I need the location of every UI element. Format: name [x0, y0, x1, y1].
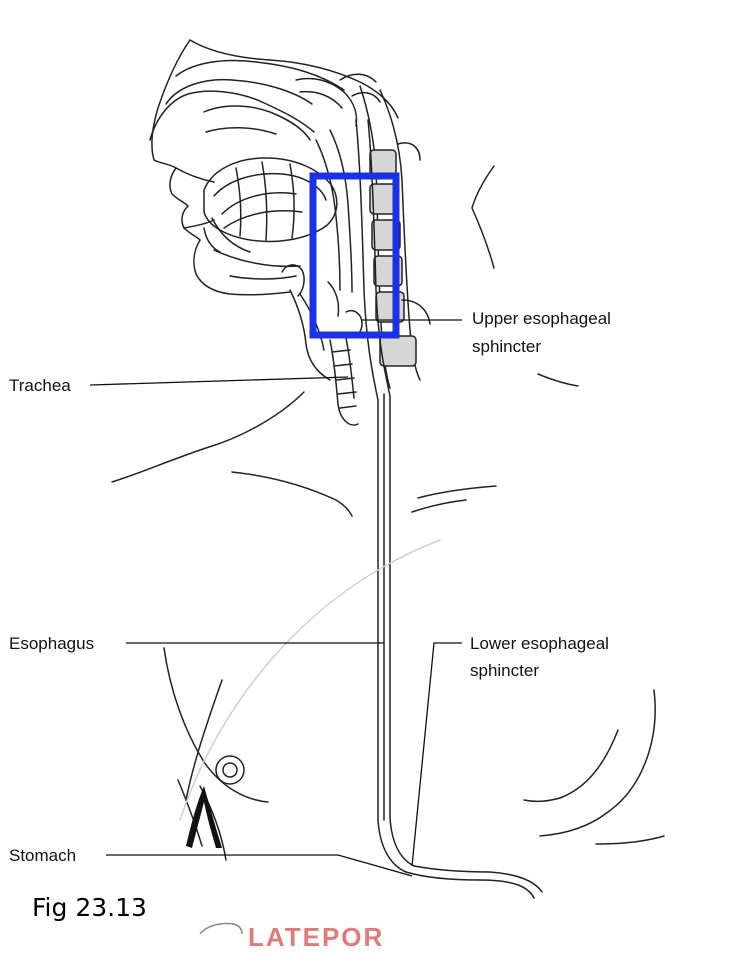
watermark-logo: [199, 922, 243, 934]
label-trachea: Trachea: [9, 376, 71, 395]
trachea-leader: [89, 376, 349, 386]
trachea: [329, 337, 359, 426]
label-upper-sphincter-line2: sphincter: [472, 337, 541, 356]
diaphragm-crus: [186, 786, 222, 848]
oral-cavity: [203, 157, 338, 280]
face-profile: [151, 39, 291, 296]
pharynx: [281, 129, 363, 381]
rib-arc: [179, 539, 441, 821]
stomach-leader: [106, 854, 413, 877]
watermark: LATEPOR: [248, 922, 385, 952]
lower-sphincter-leader: [411, 642, 462, 867]
label-stomach: Stomach: [9, 846, 77, 865]
label-esophagus: Esophagus: [9, 634, 95, 653]
nasal-cavity: [149, 39, 399, 141]
label-lower-sphincter-line1: Lower esophageal: [470, 634, 609, 653]
figure-caption: Fig 23.13: [32, 893, 147, 922]
highlight-box: [309, 172, 400, 339]
label-upper-sphincter-line1: Upper esophageal: [472, 309, 611, 328]
label-lower-sphincter-line2: sphincter: [470, 661, 539, 680]
